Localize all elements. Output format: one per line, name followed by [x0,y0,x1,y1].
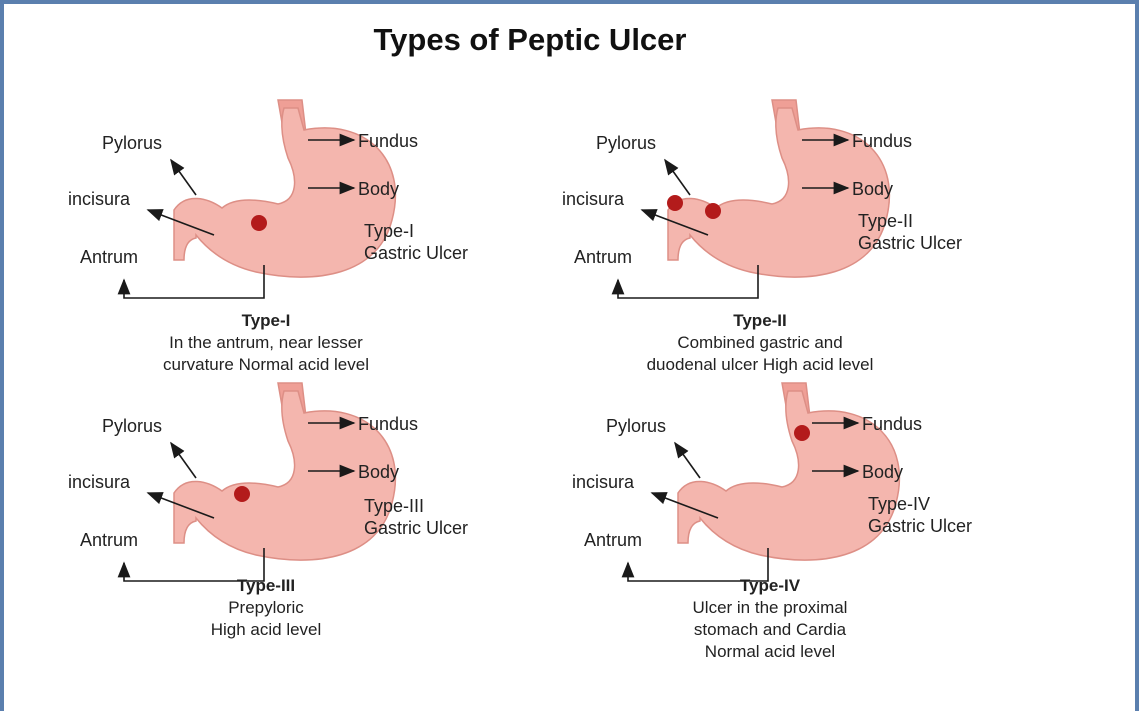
pylorus-label: Pylorus [596,132,656,154]
caption-line: Ulcer in the proximal [620,597,920,619]
pylorus-arrow [675,443,700,478]
caption-line: Combined gastric and [610,332,910,354]
incisura-label: incisura [572,471,634,493]
pylorus-arrow [171,443,196,478]
caption-line: Prepyloric [116,597,416,619]
ulcer-type-desc: Gastric Ulcer [858,232,962,254]
ulcer-spot [251,215,267,231]
body-label: Body [358,461,399,483]
caption-line: stomach and Cardia [620,619,920,641]
ulcer-type-desc: Gastric Ulcer [868,515,972,537]
ulcer-spot [234,486,250,502]
ulcer-type-name: Type-IV [868,493,972,515]
caption-line: In the antrum, near lesser [116,332,416,354]
figure-title: Types of Peptic Ulcer [0,22,1060,58]
incisura-label: incisura [68,188,130,210]
fundus-label: Fundus [862,413,922,435]
caption-title: Type-I [116,310,416,332]
ulcer-type-desc: Gastric Ulcer [364,242,468,264]
fundus-label: Fundus [358,130,418,152]
ulcer-type-name: Type-I [364,220,468,242]
antrum-label: Antrum [574,246,632,268]
ulcer-spot [705,203,721,219]
incisura-label: incisura [562,188,624,210]
ulcer-type-name: Type-III [364,495,468,517]
ulcer-spot [667,195,683,211]
fundus-label: Fundus [852,130,912,152]
caption-line: Normal acid level [620,641,920,663]
caption-line: High acid level [116,619,416,641]
pylorus-label: Pylorus [102,132,162,154]
incisura-label: incisura [68,471,130,493]
antrum-label: Antrum [80,529,138,551]
ulcer-spot [794,425,810,441]
antrum-bracket-arrow [618,265,758,298]
ulcer-type-name: Type-II [858,210,962,232]
fundus-label: Fundus [358,413,418,435]
antrum-label: Antrum [80,246,138,268]
pylorus-label: Pylorus [102,415,162,437]
caption-title: Type-IV [620,575,920,597]
caption-title: Type-III [116,575,416,597]
caption-line: curvature Normal acid level [116,354,416,376]
antrum-bracket-arrow [124,265,264,298]
pylorus-label: Pylorus [606,415,666,437]
antrum-label: Antrum [584,529,642,551]
body-label: Body [358,178,399,200]
pylorus-arrow [171,160,196,195]
body-label: Body [852,178,893,200]
body-label: Body [862,461,903,483]
caption-title: Type-II [610,310,910,332]
ulcer-type-desc: Gastric Ulcer [364,517,468,539]
pylorus-arrow [665,160,690,195]
caption-line: duodenal ulcer High acid level [610,354,910,376]
